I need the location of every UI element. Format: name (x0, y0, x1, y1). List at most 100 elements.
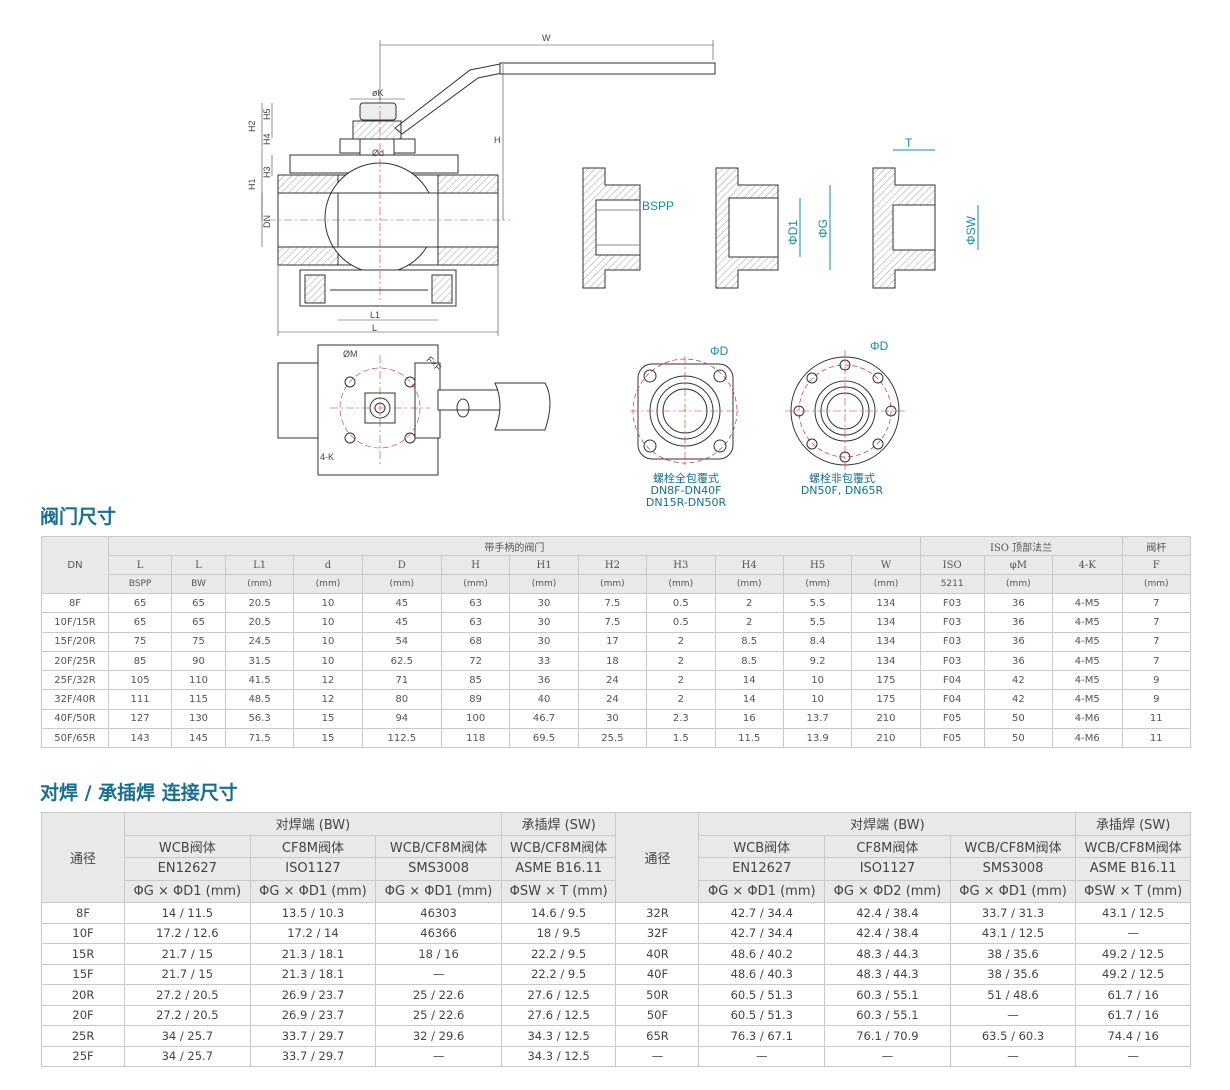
table-cell: 38 / 35.6 (949, 943, 1077, 965)
table1-header-cell: L1 (224, 555, 295, 575)
table-cell: 8.5 (714, 650, 784, 672)
table-cell: 43.1 / 12.5 (949, 922, 1077, 944)
table-cell: 10 (782, 670, 853, 691)
table-cell: 134 (851, 650, 921, 672)
size-cell-left: 8F (41, 902, 125, 924)
table-cell: 20F/25R (41, 650, 109, 672)
technical-drawing: W øK H H2 H5 H4 Ød H1 H3 DN L1 L ØM F×F … (247, 33, 979, 509)
table-cell: 105 (107, 670, 173, 691)
standard-cell: ISO1127 (824, 857, 951, 881)
table-cell: 30 (509, 612, 579, 633)
table-cell: 134 (851, 631, 921, 652)
body-material-cell: WCB/CF8M阀体 (949, 834, 1077, 858)
table-cell: 62.5 (361, 650, 442, 672)
standard-cell: ISO1127 (249, 857, 377, 881)
body-material-cell: WCB/CF8M阀体 (1075, 834, 1191, 858)
table-cell: 33.7 / 29.7 (249, 1025, 377, 1047)
table-cell: 49.2 / 12.5 (1075, 943, 1191, 965)
table-cell: 48.5 (224, 689, 295, 710)
table-cell: 33 (509, 650, 579, 672)
table-cell: 10 (782, 689, 853, 710)
table-cell: 4-M5 (1052, 689, 1123, 710)
table-cell: 48.3 / 44.3 (824, 943, 951, 965)
section-title-valve-dimensions: 阀门尺寸 (40, 506, 117, 528)
table-cell: 61.7 / 16 (1075, 984, 1191, 1006)
table-cell: 7.5 (577, 612, 648, 633)
table1-header-cell: D (361, 555, 442, 575)
size-cell-right: 32R (615, 902, 700, 924)
table-cell: 143 (107, 728, 173, 749)
table-cell: 21.3 / 18.1 (249, 943, 377, 965)
table-cell: 30 (509, 592, 579, 614)
table-cell: 43.1 / 12.5 (1075, 902, 1191, 924)
table1-header-cell: H4 (714, 555, 784, 575)
table-cell: 48.6 / 40.2 (698, 943, 826, 965)
dim-l1: L1 (370, 310, 380, 320)
size-cell-left: 25R (41, 1025, 125, 1047)
table-cell: 72 (440, 650, 511, 672)
size-cell-right: 40R (615, 943, 700, 965)
table-cell: 32 / 29.6 (375, 1025, 502, 1047)
size-cell-right: 65R (615, 1025, 700, 1047)
table1-header-cell: φM (983, 555, 1054, 575)
table1-header-cell: d (293, 555, 363, 575)
table-cell: 65 (107, 612, 173, 633)
body-material-cell: WCB/CF8M阀体 (375, 834, 502, 858)
table1-unit-cell (1052, 574, 1123, 594)
table-cell: 60.3 / 55.1 (824, 984, 951, 1006)
table-cell: 34 / 25.7 (124, 1045, 251, 1067)
label-t: T (905, 136, 913, 150)
table-cell: 8F (41, 592, 109, 614)
size-cell-left: 10F (41, 922, 125, 944)
table1-unit-cell: 5211 (919, 574, 985, 594)
table-cell: 71 (361, 670, 442, 691)
table-cell: 15F/20R (41, 631, 109, 652)
table-cell: 18 (577, 650, 648, 672)
table1-unit-cell: BW (171, 574, 226, 594)
table-cell: 134 (851, 612, 921, 633)
table-cell: 69.5 (509, 728, 579, 749)
table-cell: 60.3 / 55.1 (824, 1004, 951, 1026)
table-cell: 175 (851, 670, 921, 691)
table1-unit-cell: (mm) (293, 574, 363, 594)
table-cell: — (1075, 1045, 1191, 1067)
table-cell: F04 (919, 689, 985, 710)
table-cell: 2 (714, 612, 784, 633)
table-cell: 127 (107, 708, 173, 730)
table-cell: F03 (919, 631, 985, 652)
body-material-cell: CF8M阀体 (249, 834, 377, 858)
table-cell: 18 / 16 (375, 943, 502, 965)
table-cell: 11 (1121, 708, 1191, 730)
dim-h3: H3 (262, 166, 272, 178)
table-cell: 24 (577, 670, 648, 691)
table-cell: — (949, 1004, 1077, 1026)
table-cell: 10 (293, 650, 363, 672)
table-cell: 145 (171, 728, 226, 749)
table-cell: F05 (919, 708, 985, 730)
table-cell: 7.5 (577, 592, 648, 614)
group-iso: ISO 顶部法兰 (919, 536, 1123, 556)
table-cell: 48.3 / 44.3 (824, 963, 951, 985)
table-cell: 60.5 / 51.3 (698, 984, 826, 1006)
table-cell: 20.5 (224, 612, 295, 633)
dim-phid: Ød (372, 148, 384, 158)
table-cell: 14 / 11.5 (124, 902, 251, 924)
table-cell: 130 (171, 708, 226, 730)
table1-header-cell: ISO (919, 555, 985, 575)
table-cell: 0.5 (646, 592, 716, 614)
caption-right-2: DN50F, DN65R (801, 484, 884, 497)
table-cell: 61.7 / 16 (1075, 1004, 1191, 1026)
table-cell: 45 (361, 592, 442, 614)
table-cell: F03 (919, 650, 985, 672)
table-cell: 13.9 (782, 728, 853, 749)
table1-unit-cell: (mm) (714, 574, 784, 594)
table-cell: 25 / 22.6 (375, 1004, 502, 1026)
table-cell: 24 (577, 689, 648, 710)
unit-cell: ΦG × ΦD1 (mm) (249, 879, 377, 903)
table-cell: 75 (107, 631, 173, 652)
